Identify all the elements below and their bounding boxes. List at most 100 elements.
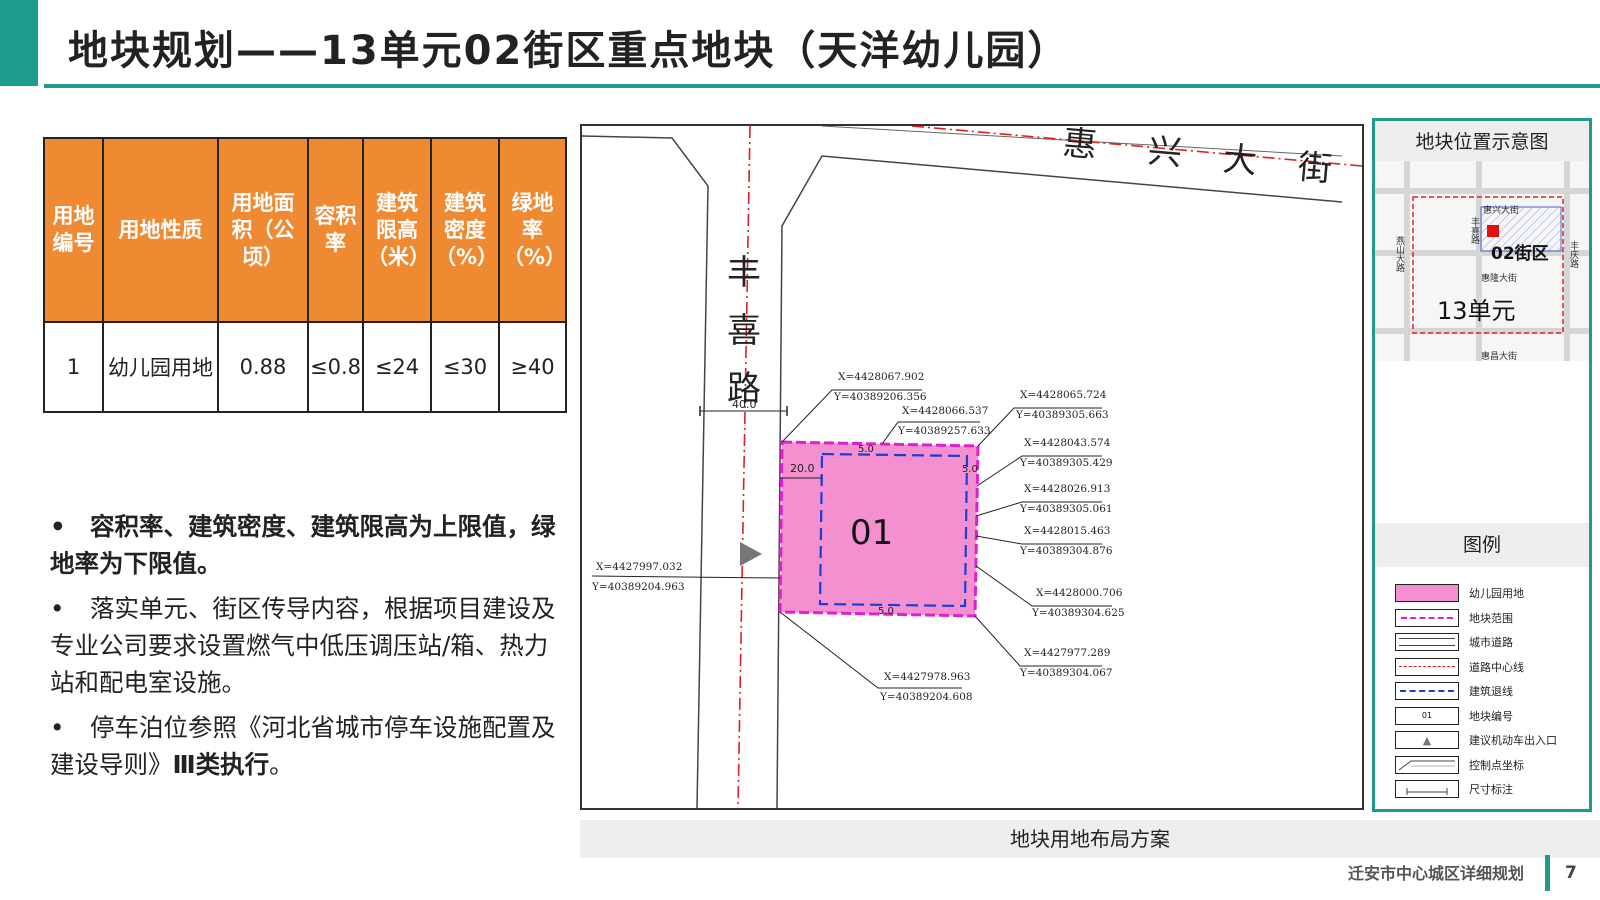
coordinate-y: Y=40389304.876 <box>1019 545 1113 557</box>
street-label-east: 兴 <box>1146 131 1183 174</box>
legend-swatch-setback <box>1395 682 1459 701</box>
note-item: •落实单元、街区传导内容，根据项目建设及专业公司要求设置燃气中低压调压站/箱、热… <box>50 594 556 697</box>
legend-swatch-coordinate <box>1395 755 1459 774</box>
road-edge <box>582 135 709 808</box>
coordinate-x: X=4427997.032 <box>596 561 682 573</box>
table-cell: ≥40 <box>498 321 567 413</box>
table-header-row: 用地编号 用地性质 用地面积（公顷） 容积率 建筑限高（米） 建筑密度（%） 绿… <box>43 137 567 323</box>
legend-swatch-dimension <box>1395 780 1459 799</box>
coordinate-leader <box>781 389 922 443</box>
legend-item: 建筑退线 <box>1395 679 1585 704</box>
legend-item: ▲ 建议机动车出入口 <box>1395 728 1585 753</box>
parcel-id-label: 01 <box>850 513 893 553</box>
table-cell: 0.88 <box>217 321 309 413</box>
coordinate-x: X=4428067.902 <box>838 371 924 383</box>
note-text: 容积率、建筑密度、建筑限高为上限值，绿地率为下限值。 <box>50 512 556 578</box>
coordinate-y: Y=40389304.625 <box>1031 607 1125 619</box>
coordinate-leader <box>974 615 1102 667</box>
map-road-label: 惠兴大街 <box>1483 204 1519 216</box>
legend-swatch-entrance: ▲ <box>1395 731 1459 750</box>
legend-swatch-boundary <box>1395 608 1459 627</box>
table-row: 1 幼儿园用地 0.88 ≤0.8 ≤24 ≤30 ≥40 <box>43 321 567 413</box>
footer-text: 迁安市中心城区详细规划 <box>1348 864 1525 883</box>
coordinate-leader <box>975 501 1102 517</box>
legend-swatch-centerline <box>1395 657 1459 676</box>
road-centerline <box>911 126 1362 167</box>
legend-label: 建筑退线 <box>1469 685 1513 699</box>
table-cell: ≤0.8 <box>307 321 364 413</box>
coordinate-leader <box>977 407 1102 447</box>
table-cell: ≤30 <box>430 321 500 413</box>
table-header-cell: 用地面积（公顷） <box>217 137 309 323</box>
coordinate-x: X=4428065.724 <box>1020 389 1107 401</box>
coordinate-leader <box>779 611 962 689</box>
map-road-label: 惠隆大街 <box>1481 272 1517 284</box>
coordinate-label: X=4428067.902 Y=40389206.356 X=4428066.5… <box>591 371 1125 703</box>
footer-accent-bar <box>1545 855 1550 891</box>
dimension-label: 40.0 <box>732 398 757 411</box>
coordinate-x: X=4427978.963 <box>884 671 970 683</box>
legend-label: 城市道路 <box>1469 636 1513 650</box>
map-road-label-vertical: 丰庆路 <box>1568 240 1579 269</box>
street-label-north: 路 <box>727 369 761 409</box>
coordinate-x: X=4428043.574 <box>1024 437 1111 449</box>
table-cell: 幼儿园用地 <box>102 321 219 413</box>
table-header-cell: 用地性质 <box>102 137 219 323</box>
coordinate-leader <box>591 575 781 579</box>
road-centerline <box>737 126 751 808</box>
street-label-north: 丰 <box>727 253 761 293</box>
coordinate-x: X=4428015.463 <box>1024 525 1110 537</box>
coordinate-y: Y=40389204.963 <box>591 581 685 593</box>
legend-label: 建议机动车出入口 <box>1469 734 1557 748</box>
coordinate-y: Y=40389305.061 <box>1019 503 1113 515</box>
street-label-east: 惠 <box>1061 126 1098 166</box>
dimension-label: 5.0 <box>858 444 874 455</box>
legend-label: 地块范围 <box>1469 611 1513 625</box>
legend-item: 道路中心线 <box>1395 655 1585 680</box>
table-header-cell: 用地编号 <box>43 137 104 323</box>
legend-swatch-kindergarten <box>1395 584 1459 603</box>
map-road-label-vertical: 燕山大路 <box>1394 235 1405 273</box>
legend-title: 图例 <box>1375 523 1589 567</box>
legend-item: 幼儿园用地 <box>1395 581 1585 606</box>
unit-boundary <box>1412 196 1564 334</box>
building-setback-line <box>818 452 969 608</box>
table-header-cell: 建筑限高（米） <box>362 137 432 323</box>
coordinate-leader <box>975 565 1112 607</box>
table-cell: 1 <box>43 321 104 413</box>
coordinate-leader <box>881 421 980 445</box>
coordinate-y: Y=40389204.608 <box>879 691 973 703</box>
legend-item: 城市道路 <box>1395 630 1585 655</box>
note-text: 停车泊位参照《河北省城市停车设施配置及建设导则》 <box>50 713 556 779</box>
map-caption: 地块用地布局方案 <box>580 820 1600 858</box>
legend-item: 尺寸标注 <box>1395 777 1585 802</box>
legend-swatch-parcel-id: 01 <box>1395 706 1459 725</box>
legend-item: 地块范围 <box>1395 606 1585 631</box>
notes-list: •容积率、建筑密度、建筑限高为上限值，绿地率为下限值。 •落实单元、街区传导内容… <box>50 508 560 791</box>
coordinate-x: X=4428026.913 <box>1024 483 1110 495</box>
coordinate-y: Y=40389206.356 <box>833 391 927 403</box>
legend-label: 幼儿园用地 <box>1469 587 1524 601</box>
site-marker-icon <box>1487 225 1499 237</box>
dimension-icon <box>1406 788 1448 796</box>
block-label: 02街区 <box>1491 243 1549 264</box>
location-map: 02街区 13单元 惠兴大街 惠隆大街 惠昌大街 燕山大路 丰喜路 丰庆路 <box>1375 161 1589 361</box>
note-item: •停车泊位参照《河北省城市停车设施配置及建设导则》Ⅲ类执行。 <box>50 713 556 779</box>
location-map-svg: 02街区 13单元 惠兴大街 惠隆大街 惠昌大街 燕山大路 丰喜路 丰庆路 <box>1375 161 1589 361</box>
site-plan-map: 惠 兴 大 街 丰 喜 路 40.0 01 20.0 5.0 5.0 5.0 <box>580 124 1364 810</box>
dimension-label: 5.0 <box>962 464 978 475</box>
site-plan-svg: 惠 兴 大 街 丰 喜 路 40.0 01 20.0 5.0 5.0 5.0 <box>582 126 1362 808</box>
note-text: 。 <box>269 750 294 779</box>
dimension-label: 5.0 <box>878 606 894 617</box>
indicator-table: 用地编号 用地性质 用地面积（公顷） 容积率 建筑限高（米） 建筑密度（%） 绿… <box>43 137 567 413</box>
map-road-label: 惠昌大街 <box>1481 350 1517 361</box>
legend-swatch-road <box>1395 633 1459 652</box>
table-header-cell: 建筑密度（%） <box>430 137 500 323</box>
vehicle-entrance-icon <box>740 542 762 566</box>
table-header-cell: 容积率 <box>307 137 364 323</box>
legend-item: 01 地块编号 <box>1395 704 1585 729</box>
title-rule <box>44 84 1600 88</box>
table-header-cell: 绿地率（%） <box>498 137 567 323</box>
street-label-east: 大 <box>1221 139 1258 182</box>
unit-label: 13单元 <box>1437 297 1516 325</box>
